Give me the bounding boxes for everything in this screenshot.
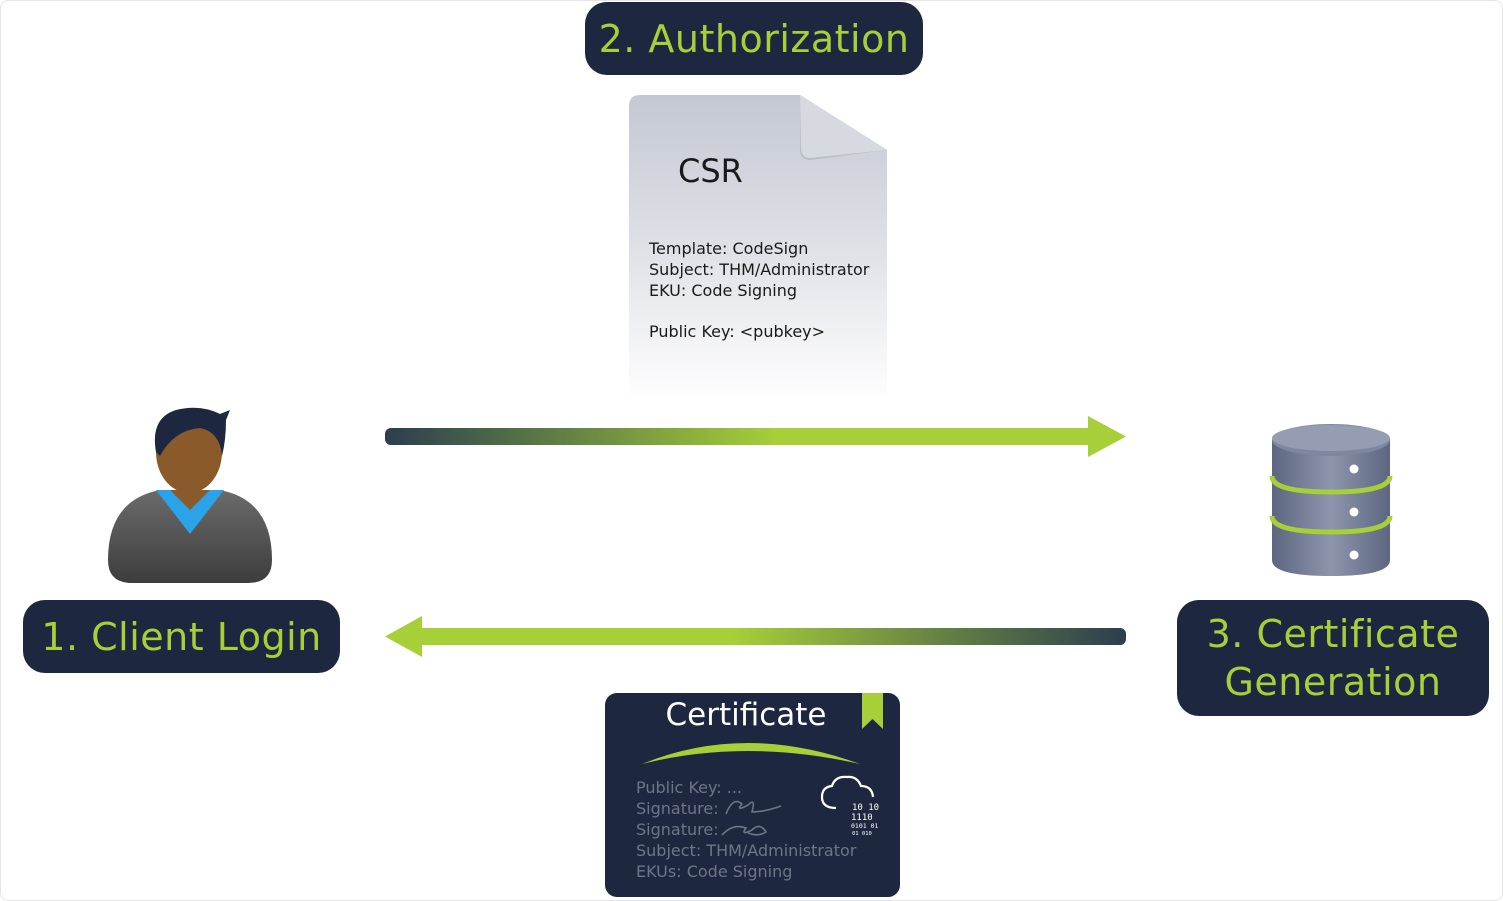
authorization-text: 2. Authorization — [598, 16, 910, 61]
certificate-card — [605, 693, 900, 897]
step-authorization-label: 2. Authorization — [585, 2, 923, 75]
document-icon — [629, 95, 887, 403]
csr-public-key: Public Key: <pubkey> — [649, 322, 826, 341]
arrow-to-server — [385, 416, 1126, 457]
certificate-generation-line1: 3. Certificate — [1206, 612, 1460, 656]
step-client-login-label: 1. Client Login — [23, 600, 340, 673]
database-server-icon — [1269, 424, 1393, 576]
certificate-signature-2: Signature: — [636, 820, 719, 839]
cloud-binary-icon — [820, 775, 875, 810]
certificate-swoosh — [642, 743, 860, 764]
step-certificate-generation-label: 3. Certificate Generation — [1177, 600, 1489, 716]
user-icon — [108, 407, 272, 583]
arrow-to-client — [385, 616, 1126, 657]
csr-title: CSR — [678, 152, 743, 190]
certificate-title: Certificate — [665, 697, 827, 733]
certificate-public-key: Public Key: ... — [636, 778, 743, 797]
csr-eku: EKU: Code Signing — [649, 281, 798, 300]
client-login-text: 1. Client Login — [41, 614, 322, 659]
certificate-ekus: EKUs: Code Signing — [636, 862, 793, 881]
binary-text-2: 1110 — [851, 813, 873, 823]
binary-text-4: 01 010 — [852, 831, 872, 837]
csr-subject: Subject: THM/Administrator — [649, 260, 870, 279]
binary-text-3: 0101 01 — [851, 822, 878, 830]
certificate-subject: Subject: THM/Administrator — [636, 841, 857, 860]
certificate-generation-line2: Generation — [1224, 660, 1442, 704]
binary-text-1: 10 10 — [852, 803, 879, 813]
bookmark-icon — [862, 693, 883, 729]
signature-scribbles — [721, 800, 782, 836]
csr-template: Template: CodeSign — [649, 239, 809, 258]
certificate-signature-1: Signature: — [636, 799, 719, 818]
